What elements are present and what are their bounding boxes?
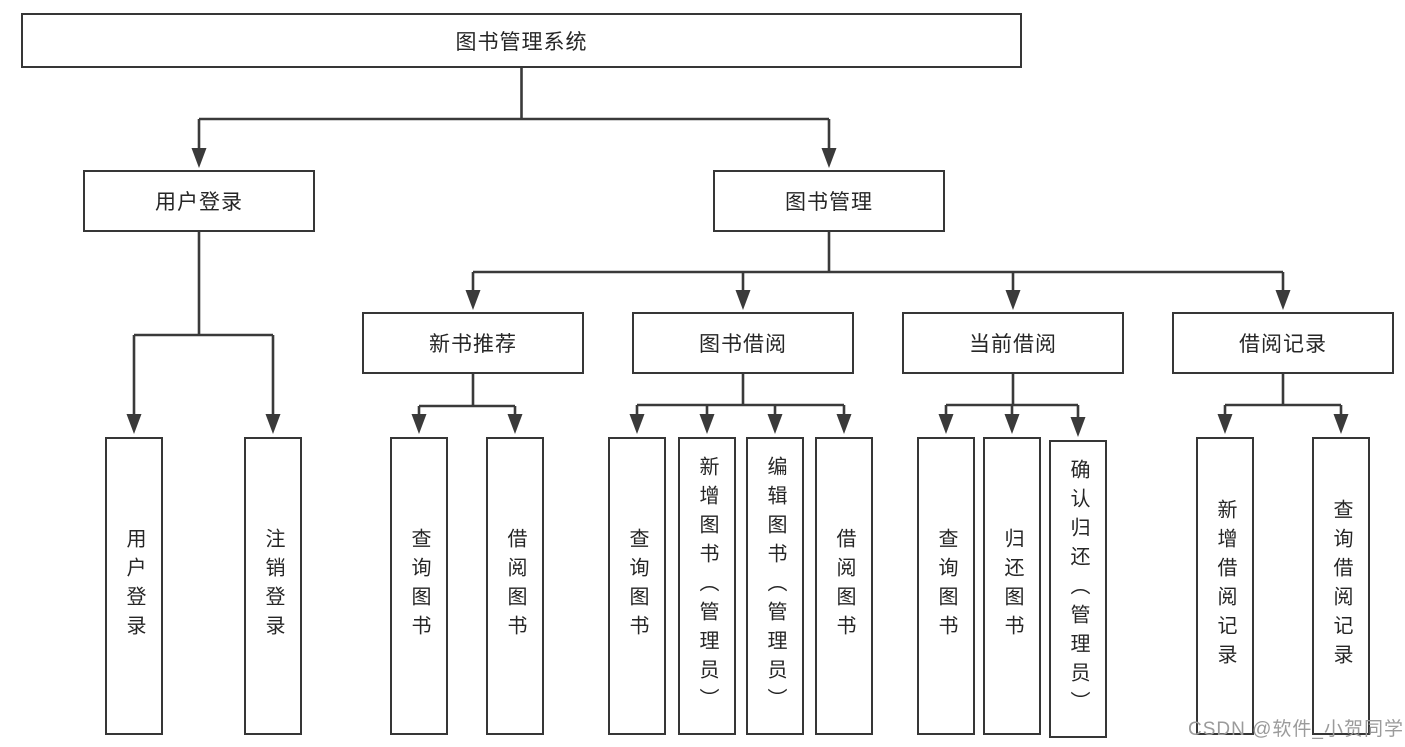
leaf-confirm-return-admin: 确认归还（管理员） <box>1049 440 1107 738</box>
node-current-borrow: 当前借阅 <box>902 312 1124 374</box>
arrow-down-icon <box>411 414 427 434</box>
node-label: 图书管理 <box>785 191 873 214</box>
node-library-management-system: 图书管理系统 <box>21 13 1022 68</box>
leaf-borrow-books-newbook: 借阅图书 <box>486 437 544 735</box>
leaf-return-books: 归还图书 <box>983 437 1041 735</box>
arrow-down-icon <box>465 290 481 310</box>
node-label: 注销登录 <box>262 528 284 644</box>
node-label: 查询借阅记录 <box>1330 499 1352 673</box>
node-label: 借阅图书 <box>833 528 855 644</box>
arrow-down-icon <box>836 414 852 434</box>
leaf-add-books-admin: 新增图书（管理员） <box>678 437 736 735</box>
node-new-book-recommend: 新书推荐 <box>362 312 584 374</box>
connector-book-mgmt-children <box>465 232 1291 310</box>
connector-root-to-level2 <box>191 68 837 168</box>
connector-borrow-record-children <box>1217 374 1349 434</box>
node-label: 图书借阅 <box>699 333 787 356</box>
node-label: 查询图书 <box>935 528 957 644</box>
connector-user-login-children <box>126 232 281 434</box>
leaf-add-borrow-record: 新增借阅记录 <box>1196 437 1254 735</box>
node-label: 用户登录 <box>155 191 243 214</box>
arrow-down-icon <box>1275 290 1291 310</box>
arrow-down-icon <box>821 148 837 168</box>
node-label: 借阅记录 <box>1239 333 1327 356</box>
connector-new-book-children <box>411 374 523 434</box>
leaf-logout-login: 注销登录 <box>244 437 302 735</box>
node-label: 编辑图书（管理员） <box>764 455 786 717</box>
leaf-user-login: 用户登录 <box>105 437 163 735</box>
arrow-down-icon <box>265 414 281 434</box>
arrow-down-icon <box>126 414 142 434</box>
node-label: 确认归还（管理员） <box>1067 458 1089 720</box>
node-label: 查询图书 <box>408 528 430 644</box>
arrow-down-icon <box>767 414 783 434</box>
node-label: 用户登录 <box>123 528 145 644</box>
arrow-down-icon <box>699 414 715 434</box>
arrow-down-icon <box>1217 414 1233 434</box>
node-label: 当前借阅 <box>969 333 1057 356</box>
node-label: 新增借阅记录 <box>1214 499 1236 673</box>
arrow-down-icon <box>735 290 751 310</box>
leaf-query-books-borrow: 查询图书 <box>608 437 666 735</box>
leaf-query-books-current: 查询图书 <box>917 437 975 735</box>
node-label: 图书管理系统 <box>455 30 588 54</box>
arrow-down-icon <box>629 414 645 434</box>
arrow-down-icon <box>938 414 954 434</box>
leaf-query-books-newbook: 查询图书 <box>390 437 448 735</box>
node-borrow-record: 借阅记录 <box>1172 312 1394 374</box>
node-user-login: 用户登录 <box>83 170 315 232</box>
leaf-edit-books-admin: 编辑图书（管理员） <box>746 437 804 735</box>
leaf-borrow-books-borrow: 借阅图书 <box>815 437 873 735</box>
arrow-down-icon <box>191 148 207 168</box>
node-book-management: 图书管理 <box>713 170 945 232</box>
connector-current-borrow-children <box>938 374 1086 437</box>
watermark-text: CSDN @软件_小贺同学 <box>1188 719 1404 740</box>
arrow-down-icon <box>1333 414 1349 434</box>
node-label: 新增图书（管理员） <box>696 455 718 717</box>
leaf-query-borrow-record: 查询借阅记录 <box>1312 437 1370 735</box>
node-label: 借阅图书 <box>504 528 526 644</box>
arrow-down-icon <box>1005 290 1021 310</box>
arrow-down-icon <box>507 414 523 434</box>
connector-book-borrow-children <box>629 374 852 434</box>
arrow-down-icon <box>1004 414 1020 434</box>
node-label: 查询图书 <box>626 528 648 644</box>
node-label: 归还图书 <box>1001 528 1023 644</box>
node-book-borrow: 图书借阅 <box>632 312 854 374</box>
arrow-down-icon <box>1070 417 1086 437</box>
node-label: 新书推荐 <box>429 333 517 356</box>
